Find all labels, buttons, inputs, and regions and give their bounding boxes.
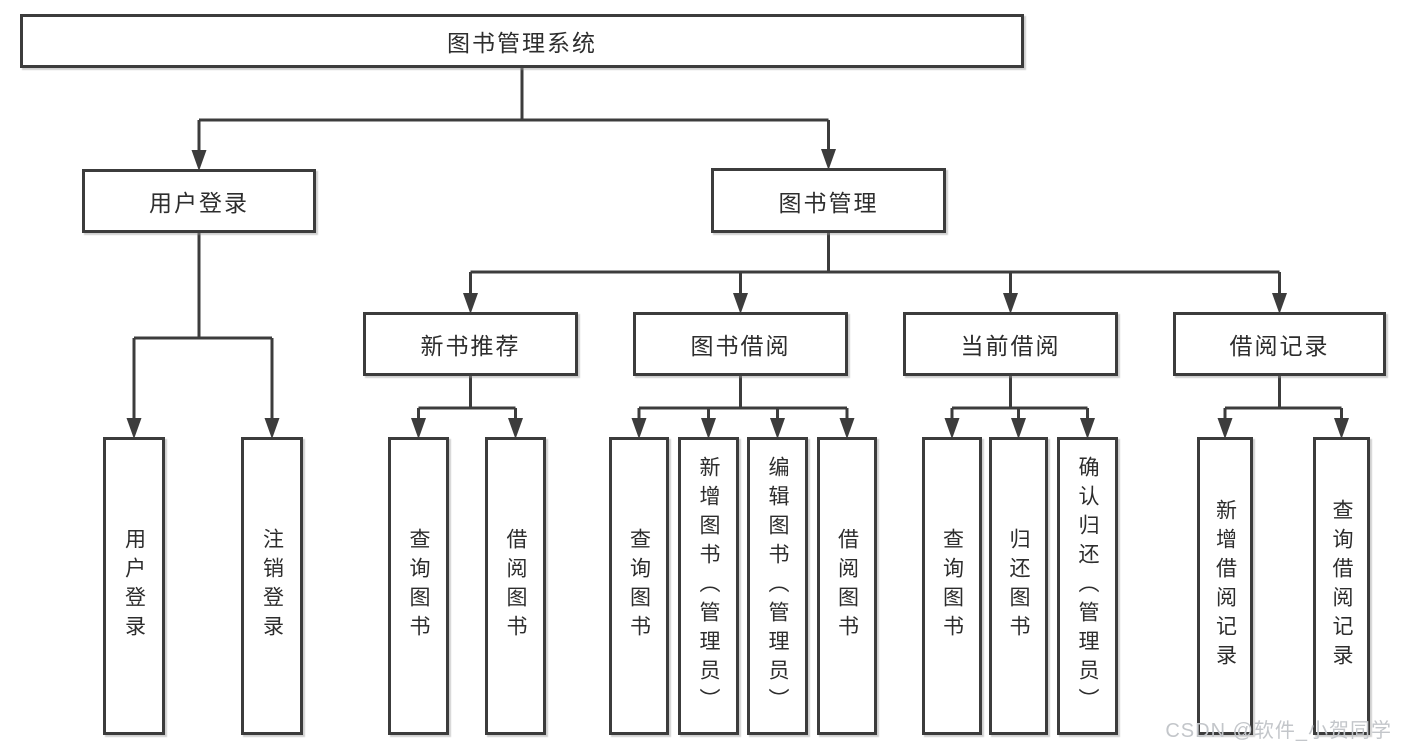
node-edit-books: 编辑图书（管理员） [747, 437, 808, 735]
node-new-book-recommend: 新书推荐 [363, 312, 578, 376]
arrowhead-icon [1334, 418, 1349, 439]
node-label: 注销登录 [260, 528, 284, 644]
arrowhead-icon [1003, 293, 1018, 314]
node-user-login: 用户登录 [82, 169, 316, 233]
arrowhead-icon [463, 293, 478, 314]
arrowhead-icon [1011, 418, 1026, 439]
node-label: 查询图书 [940, 528, 964, 644]
node-label: 新书推荐 [420, 333, 521, 359]
connector-path [132, 68, 1343, 420]
node-label: 查询图书 [627, 528, 651, 644]
node-label: 借阅图书 [835, 528, 859, 644]
arrowhead-icon [1272, 293, 1287, 314]
node-label: 借阅图书 [504, 528, 527, 644]
node-label: 图书管理系统 [447, 30, 597, 56]
arrowhead-icon [821, 149, 836, 170]
node-current-borrowing: 当前借阅 [903, 312, 1118, 376]
arrowhead-icon [411, 418, 426, 439]
node-user-login-leaf: 用户登录 [103, 437, 165, 735]
node-label: 用户登录 [122, 528, 146, 644]
node-label: 用户登录 [149, 190, 249, 216]
node-return-books: 归还图书 [989, 437, 1048, 735]
arrowhead-icon [701, 418, 716, 439]
node-label: 图书借阅 [690, 333, 791, 359]
node-book-management: 图书管理 [711, 168, 946, 233]
node-label: 图书管理 [778, 189, 879, 216]
node-query-borrow-record: 查询借阅记录 [1313, 437, 1370, 735]
node-query-books-2: 查询图书 [609, 437, 669, 735]
node-label: 查询借阅记录 [1330, 499, 1353, 673]
arrowhead-icon [1217, 418, 1233, 439]
node-borrow-books-1: 借阅图书 [485, 437, 546, 735]
node-label: 借阅记录 [1229, 333, 1330, 359]
arrowhead-icon [944, 418, 960, 439]
node-query-books-1: 查询图书 [388, 437, 449, 735]
node-query-books-3: 查询图书 [922, 437, 982, 735]
node-label: 新增借阅记录 [1213, 499, 1237, 673]
node-borrow-books-2: 借阅图书 [817, 437, 877, 735]
node-book-borrowing: 图书借阅 [633, 312, 848, 376]
arrowhead-icon [126, 418, 142, 439]
arrowhead-icon [508, 418, 523, 439]
node-add-borrow-record: 新增借阅记录 [1197, 437, 1253, 735]
arrowhead-icon [770, 418, 785, 439]
node-label: 当前借阅 [960, 333, 1061, 359]
arrowhead-icon [733, 293, 748, 314]
node-logout: 注销登录 [241, 437, 303, 735]
node-label: 查询图书 [407, 528, 430, 644]
arrowhead-icon [191, 150, 207, 171]
arrowhead-icon [264, 418, 280, 439]
node-label: 编辑图书（管理员） [766, 455, 789, 717]
node-root: 图书管理系统 [20, 14, 1024, 68]
node-label: 确认归还（管理员） [1076, 455, 1099, 717]
arrowhead-icon [631, 418, 647, 439]
node-confirm-return: 确认归还（管理员） [1057, 437, 1118, 735]
node-label: 归还图书 [1007, 528, 1030, 644]
node-borrowing-records: 借阅记录 [1173, 312, 1386, 376]
arrowhead-icon [1080, 418, 1095, 439]
arrowhead-icon [839, 418, 855, 439]
node-add-books: 新增图书（管理员） [678, 437, 739, 735]
node-label: 新增图书（管理员） [697, 455, 720, 717]
